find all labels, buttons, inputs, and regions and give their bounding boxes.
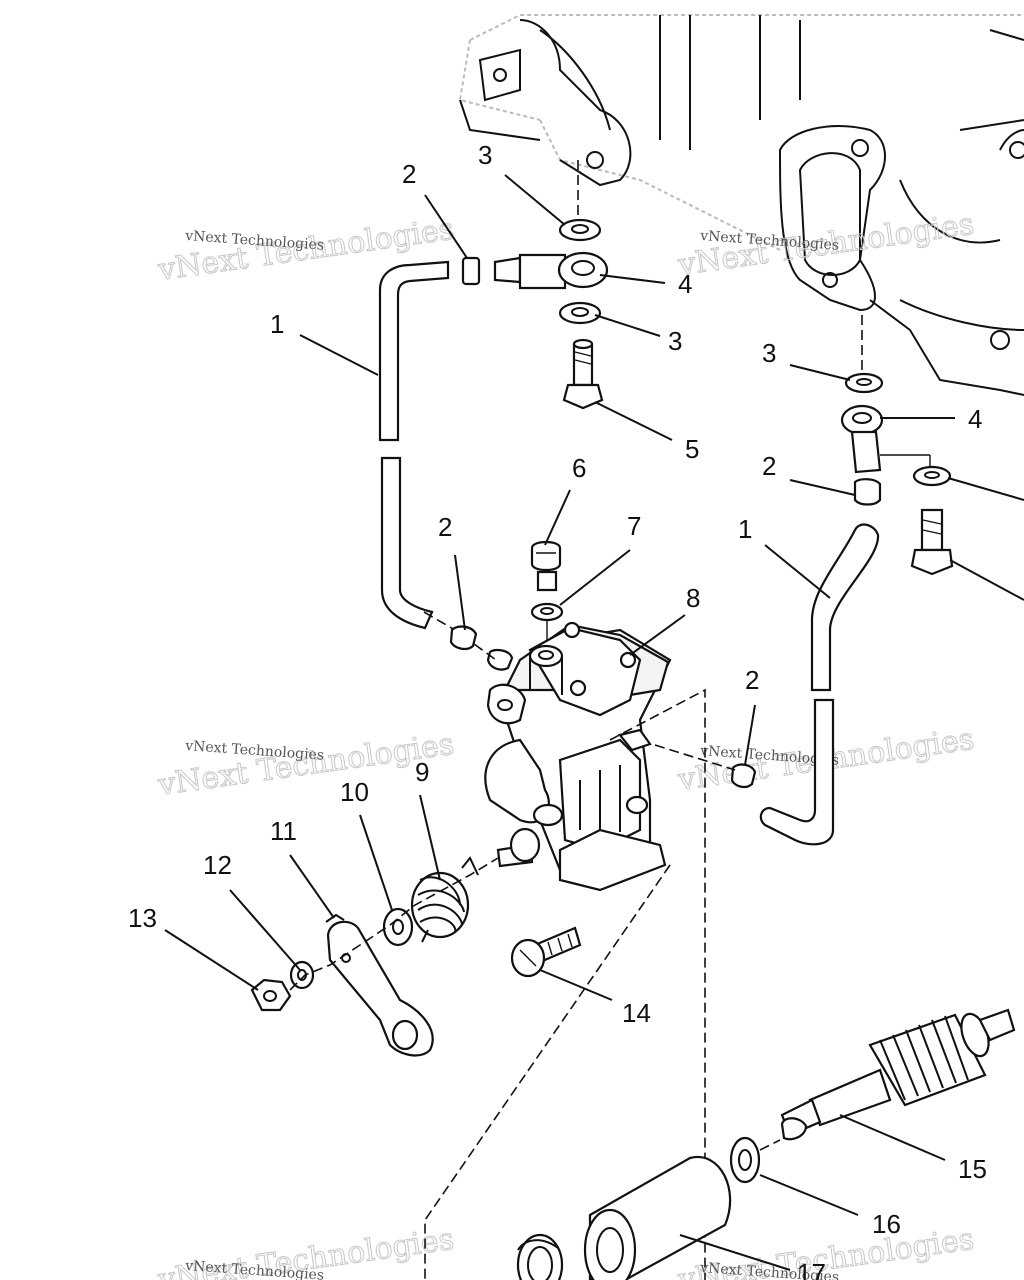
oil-pump: [423, 540, 736, 1280]
hose-clamp-right-lower: [730, 763, 757, 789]
banjo-fitting-right-eye: [840, 404, 884, 436]
banjo-bolt-right-head: [910, 548, 954, 576]
drive-gear-assembly: [516, 1008, 1016, 1280]
pump-left-nipple: [486, 648, 514, 671]
callout-15: 15: [958, 1154, 987, 1184]
lever-nut: [250, 978, 292, 1012]
bleed-screw-shank: [536, 570, 558, 592]
drive-bushing-end: [583, 1208, 637, 1280]
callout-3: 3: [668, 326, 682, 356]
callout-2: 2: [402, 159, 416, 189]
callout-14: 14: [622, 998, 651, 1028]
lever-assembly: [250, 856, 582, 1057]
callout-10: 10: [340, 777, 369, 807]
callout-3: 3: [478, 140, 492, 170]
callout-5: 5: [685, 434, 699, 464]
banjo-nipple: [493, 256, 522, 284]
return-spring: [410, 856, 479, 943]
callout-8: 8: [686, 583, 700, 613]
hose-clamp-right-upper: [853, 478, 882, 506]
callout-11: 11: [270, 816, 297, 846]
oil-hose-lower-right: [759, 698, 835, 846]
hose-clamp-left-lower: [449, 625, 478, 651]
washer-right: [844, 372, 884, 394]
banjo-fitting-right-body: [850, 430, 882, 474]
callout-7: 7: [627, 511, 641, 541]
callout-2: 2: [745, 665, 759, 695]
oil-hose-upper-left: [378, 260, 450, 442]
callout-12: 12: [203, 850, 232, 880]
hose-clamp-top-left: [461, 256, 481, 286]
pump-base-plate: [558, 828, 667, 892]
engine-block: [458, 14, 1024, 396]
lock-washer: [289, 960, 315, 990]
drive-shaft-collar: [808, 1068, 892, 1127]
callout-4: 4: [968, 404, 982, 434]
pump-left-ear: [486, 683, 527, 725]
callout-6: 6: [572, 453, 586, 483]
right-oil-hose-assembly: [730, 315, 954, 846]
callout-2: 2: [762, 451, 776, 481]
banjo-fitting-eye: [557, 251, 609, 289]
banjo-fitting-body: [518, 253, 567, 290]
leader-lines: [164, 174, 1024, 1271]
callout-3: 3: [762, 338, 776, 368]
callout-16: 16: [872, 1209, 901, 1239]
pump-inlet-port: [528, 644, 564, 668]
banjo-bolt-shank: [572, 343, 594, 387]
banjo-bolt-head: [562, 383, 604, 410]
callout-17: 17: [797, 1258, 826, 1280]
thrust-washer: [729, 1136, 761, 1184]
callout-4: 4: [678, 269, 692, 299]
callout-2: 2: [438, 512, 452, 542]
bleed-screw-washer: [530, 602, 564, 622]
pump-right-nipple: [618, 728, 652, 752]
callout-9: 9: [415, 757, 429, 787]
oil-hose-upper-right: [810, 523, 880, 692]
callout-1: 1: [270, 309, 284, 339]
callout-1: 1: [738, 514, 752, 544]
lever-washer: [382, 907, 414, 947]
washer-right-2: [912, 465, 952, 487]
bleed-screw-head: [530, 540, 562, 572]
callout-13: 13: [128, 903, 157, 933]
callout-labels: 1 2 3 4 3 5 3 4 2 1 6 7 8 2 2 9 10 11 12…: [128, 140, 987, 1280]
pump-left-loop: [484, 738, 550, 824]
oil-hose-lower-left: [380, 456, 434, 630]
washer-lower: [558, 301, 602, 325]
left-oil-hose-assembly: [378, 160, 609, 630]
washer-upper: [558, 218, 602, 242]
oil-seal: [516, 1233, 564, 1280]
